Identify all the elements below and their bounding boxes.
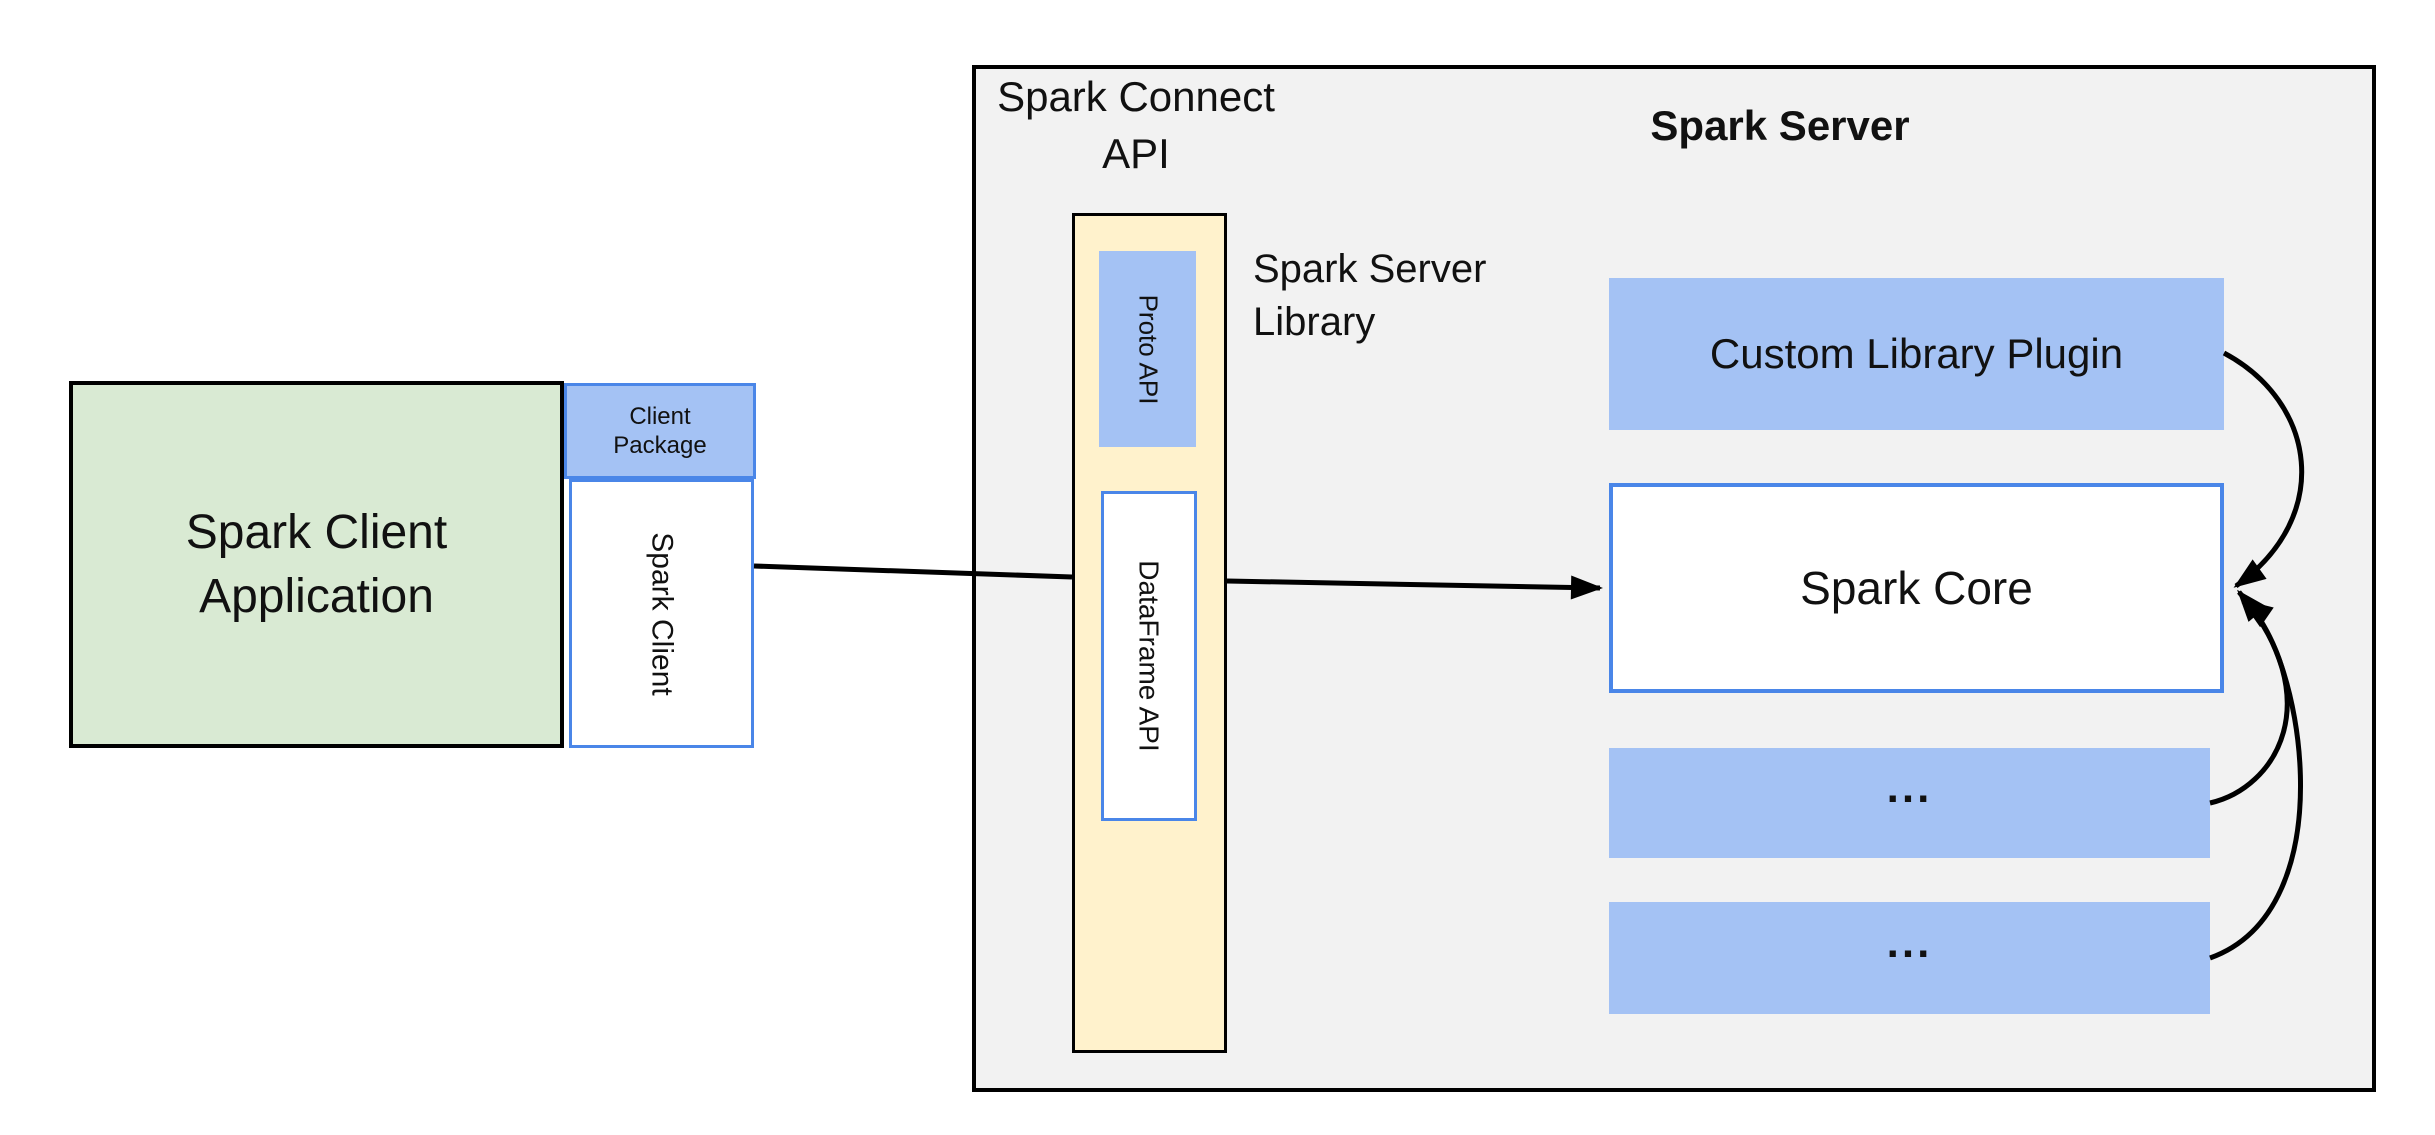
spark-server-library-label: Spark Server Library <box>1253 247 1487 344</box>
client-package-label: Client Package <box>613 403 707 459</box>
proto-api-label: Proto API <box>1133 294 1163 404</box>
ellipsis-box-1: ... <box>1609 748 2210 858</box>
spark-connect-api-label: Spark Connect API <box>997 73 1275 177</box>
spark-client-application-box: Spark Client Application <box>69 381 564 748</box>
ellipsis-box-2: ... <box>1609 902 2210 1014</box>
spark-core-label: Spark Core <box>1800 562 2033 614</box>
client-package-box: Client Package <box>564 383 756 479</box>
dataframe-api-box: DataFrame API <box>1101 491 1197 821</box>
custom-library-plugin-box: Custom Library Plugin <box>1609 278 2224 430</box>
ellipsis-label-1: ... <box>1886 763 1933 812</box>
spark-server-title: Spark Server <box>1650 102 1910 149</box>
spark-client-box: Spark Client <box>569 479 754 748</box>
ellipsis-label-2: ... <box>1886 918 1933 967</box>
dataframe-api-label: DataFrame API <box>1134 560 1165 752</box>
proto-api-box: Proto API <box>1099 251 1196 447</box>
spark-client-label: Spark Client <box>645 531 679 696</box>
custom-library-plugin-label: Custom Library Plugin <box>1709 330 2124 377</box>
spark-core-box: Spark Core <box>1609 483 2224 693</box>
spark-client-application-label: Spark Client Application <box>185 505 448 623</box>
